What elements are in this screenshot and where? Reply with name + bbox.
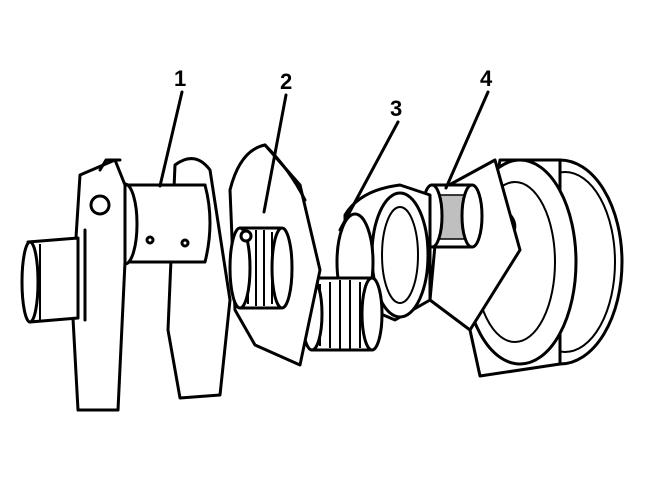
front-counterweight: [70, 158, 127, 412]
callout-3: 3: [390, 96, 402, 121]
callout-1: 1: [174, 66, 186, 91]
main-journal-2: [228, 226, 294, 310]
leader-line-3: [338, 120, 400, 232]
leader-line-4: [444, 90, 490, 190]
callout-4: 4: [480, 66, 493, 91]
leader-line-2: [262, 93, 288, 214]
leader-lines: [158, 90, 490, 232]
callout-2: 2: [280, 69, 292, 94]
leader-line-1: [158, 90, 184, 188]
crank-snout: [20, 236, 80, 324]
main-journal-1: [111, 182, 212, 266]
main-journal-4: [420, 183, 484, 249]
